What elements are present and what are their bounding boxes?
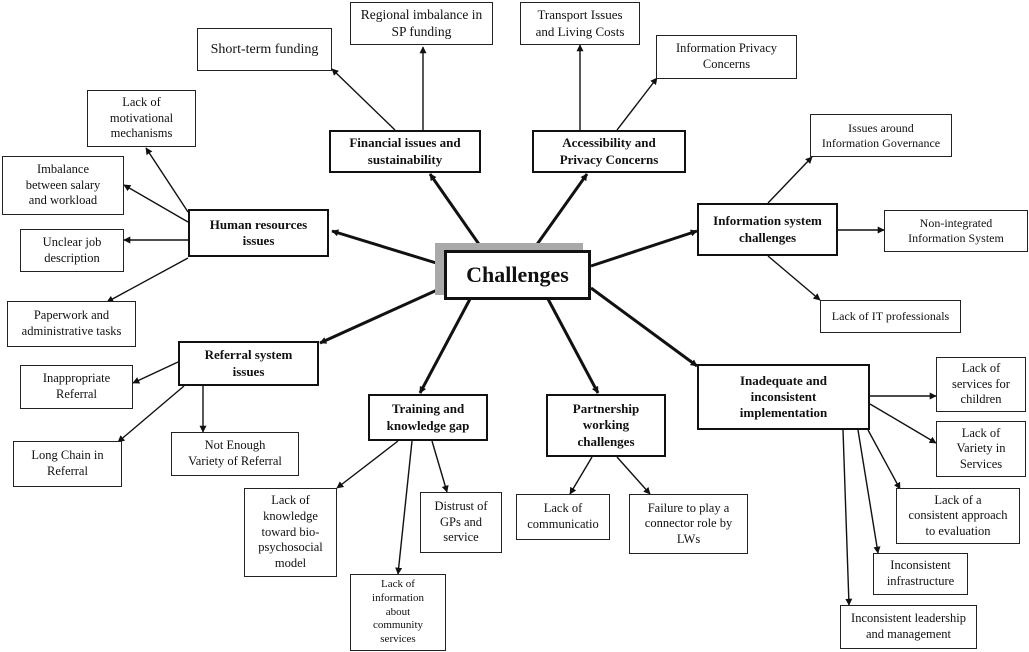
arrow-center-financial (428, 173, 485, 251)
item-not-enough-variety: Not Enough Variety of Referral (171, 432, 299, 476)
arrow-access-privacy (616, 77, 658, 131)
arrow-center-human (331, 229, 447, 268)
arrow-center-partnership (546, 298, 600, 394)
category-accessibility: Accessibility and Privacy Concerns (532, 130, 686, 173)
item-evaluation-approach: Lack of a consistent approach to evaluat… (896, 488, 1020, 544)
arrow-impl-evaluation (867, 429, 901, 490)
category-partnership: Partnership working challenges (546, 394, 666, 457)
item-inappropriate-referral: Inappropriate Referral (20, 365, 133, 409)
item-salary-imbalance: Imbalance between salary and workload (2, 156, 124, 215)
item-information-governance: Issues around Information Governance (810, 114, 952, 157)
category-human-resources: Human resources issues (188, 209, 329, 257)
arrow-impl-infrastructure (857, 429, 881, 554)
arrow-impl-leadership (842, 429, 853, 606)
category-referral-system: Referral system issues (178, 341, 319, 386)
item-paperwork: Paperwork and administrative tasks (7, 301, 136, 347)
arrow-center-referral (319, 284, 447, 345)
item-biopsychosocial: Lack of knowledge toward bio- psychosoci… (244, 488, 337, 577)
arrow-impl-variety (869, 403, 937, 444)
item-community-services: Lack of information about community serv… (350, 574, 446, 651)
item-distrust-gps: Distrust of GPs and service (420, 492, 502, 553)
item-it-professionals: Lack of IT professionals (820, 300, 961, 333)
category-implementation: Inadequate and inconsistent implementati… (697, 364, 870, 430)
arrow-center-implementation (590, 286, 698, 368)
item-services-children: Lack of services for children (936, 357, 1026, 412)
item-long-chain-referral: Long Chain in Referral (13, 441, 122, 487)
item-transport-issues: Transport Issues and Living Costs (520, 2, 640, 45)
item-non-integrated-system: Non-integrated Information System (884, 210, 1028, 252)
arrow-center-access (531, 173, 589, 251)
category-training: Training and knowledge gap (368, 394, 488, 441)
arrow-training-community (395, 440, 413, 575)
arrow-training-distrust (431, 440, 449, 493)
arrow-center-training (418, 298, 472, 394)
arrow-infosys-governance (767, 156, 813, 204)
arrow-human-imbalance (123, 184, 189, 223)
arrow-infosys-itprof (767, 255, 821, 301)
arrow-partnership-communication (569, 456, 593, 495)
arrow-referral-longchain (117, 385, 185, 443)
arrow-training-biopsycho (336, 440, 399, 489)
arrow-partnership-connector (616, 456, 651, 495)
item-inconsistent-leadership: Inconsistent leadership and management (840, 605, 977, 649)
item-short-term-funding: Short-term funding (197, 28, 332, 71)
category-financial: Financial issues and sustainability (329, 130, 481, 173)
item-variety-services: Lack of Variety in Services (936, 421, 1026, 477)
item-motivational-mechanisms: Lack of motivational mechanisms (87, 90, 196, 147)
item-regional-imbalance: Regional imbalance in SP funding (350, 2, 493, 45)
item-information-privacy: Information Privacy Concerns (656, 35, 797, 79)
item-connector-role: Failure to play a connector role by LWs (629, 494, 748, 554)
arrow-financial-shortterm (331, 68, 396, 131)
category-information-system: Information system challenges (697, 203, 838, 256)
arrow-human-motivational (145, 147, 189, 213)
arrow-referral-inappropriate (132, 361, 179, 384)
center-node: Challenges (444, 250, 591, 300)
item-inconsistent-infrastructure: Inconsistent infrastructure (873, 553, 968, 595)
arrow-center-infosys (590, 229, 698, 268)
arrow-human-paperwork (106, 257, 189, 303)
item-unclear-job: Unclear job description (20, 229, 124, 272)
item-communication: Lack of communicatio (516, 494, 610, 540)
